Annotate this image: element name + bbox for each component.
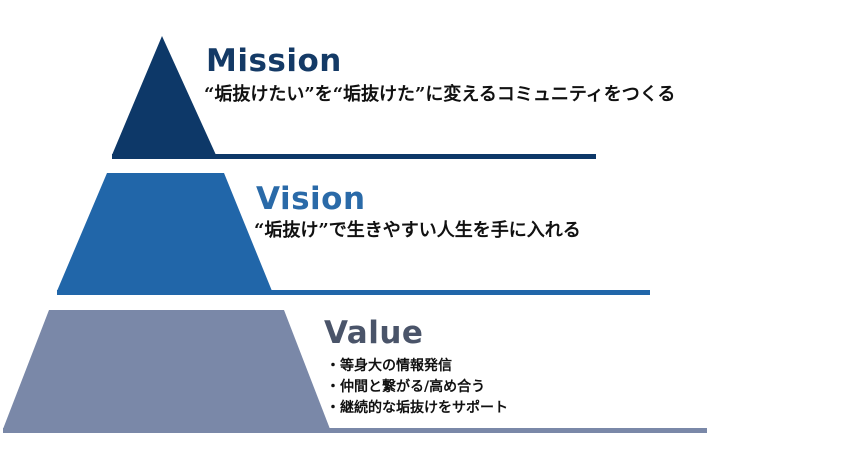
mission-tier-shape bbox=[112, 36, 216, 155]
value-tier-shape bbox=[3, 310, 330, 429]
value-list: ・等身大の情報発信 ・仲間と繋がる/高め合う ・継続的な垢抜けをサポート bbox=[326, 356, 508, 419]
vision-tier-shape bbox=[57, 173, 272, 291]
vision-statement: “垢抜け”で生きやすい人生を手に入れる bbox=[254, 220, 581, 241]
vision-title: Vision bbox=[256, 181, 366, 217]
mission-statement: “垢抜けたい”を“垢抜けた”に変えるコミュニティをつくる bbox=[204, 84, 676, 105]
value-item-1: ・等身大の情報発信 bbox=[326, 358, 452, 374]
mission-underline bbox=[112, 154, 596, 159]
vision-underline bbox=[57, 290, 650, 295]
value-item-3: ・継続的な垢抜けをサポート bbox=[326, 400, 508, 416]
value-underline bbox=[3, 428, 707, 433]
value-title: Value bbox=[324, 315, 424, 351]
value-item-2: ・仲間と繋がる/高め合う bbox=[326, 379, 486, 395]
mission-title: Mission bbox=[206, 43, 342, 79]
